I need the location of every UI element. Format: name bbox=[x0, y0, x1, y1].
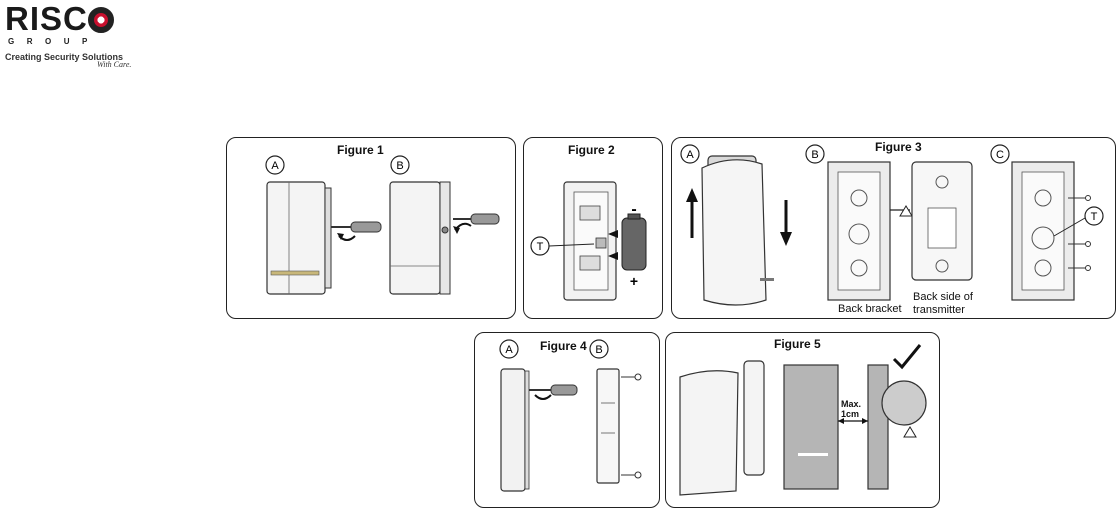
figure-1-marker-a: A bbox=[271, 160, 279, 172]
logo-wordmark: RISC bbox=[5, 2, 114, 36]
figure-4-drawing: A B bbox=[475, 333, 659, 507]
back-bracket-label: Back bracket bbox=[838, 303, 902, 315]
figure-4-marker-a: A bbox=[505, 344, 513, 356]
logo-tagline-suffix: With Care. bbox=[97, 60, 131, 69]
figure-1-marker-b: B bbox=[396, 160, 403, 172]
figure-3-marker-t: T bbox=[1091, 211, 1098, 223]
back-side-label-line2: transmitter bbox=[913, 304, 965, 316]
figure-4-panel: Figure 4 A B bbox=[474, 332, 660, 508]
figure-1-panel: Figure 1 A B bbox=[226, 137, 516, 319]
figure-5-drawing bbox=[666, 333, 939, 507]
figure-3-panel: Figure 3 A B C bbox=[671, 137, 1116, 319]
figure-3-marker-b: B bbox=[811, 149, 818, 161]
figure-5-panel: Figure 5 Max. 1cm bbox=[665, 332, 940, 508]
logo-group-text: GROUP bbox=[8, 37, 100, 46]
figure-2-marker-t: T bbox=[537, 241, 544, 253]
figure-3-marker-a: A bbox=[686, 149, 694, 161]
figure-2-panel: Figure 2 T - + bbox=[523, 137, 663, 319]
figure-3-marker-c: C bbox=[996, 149, 1004, 161]
battery-minus-label: - bbox=[631, 201, 636, 218]
figure-1-drawing: A B bbox=[227, 138, 515, 318]
figure-3-drawing: A B C T bbox=[672, 138, 1115, 318]
max-distance-label-line2: 1cm bbox=[841, 408, 859, 420]
risco-logo: RISC GROUP Creating Security Solutions W… bbox=[2, 0, 152, 70]
figure-4-marker-b: B bbox=[595, 344, 602, 356]
battery-plus-label: + bbox=[630, 273, 638, 289]
back-side-label-line1: Back side of bbox=[913, 291, 973, 303]
figure-2-drawing: T - + bbox=[524, 138, 662, 318]
